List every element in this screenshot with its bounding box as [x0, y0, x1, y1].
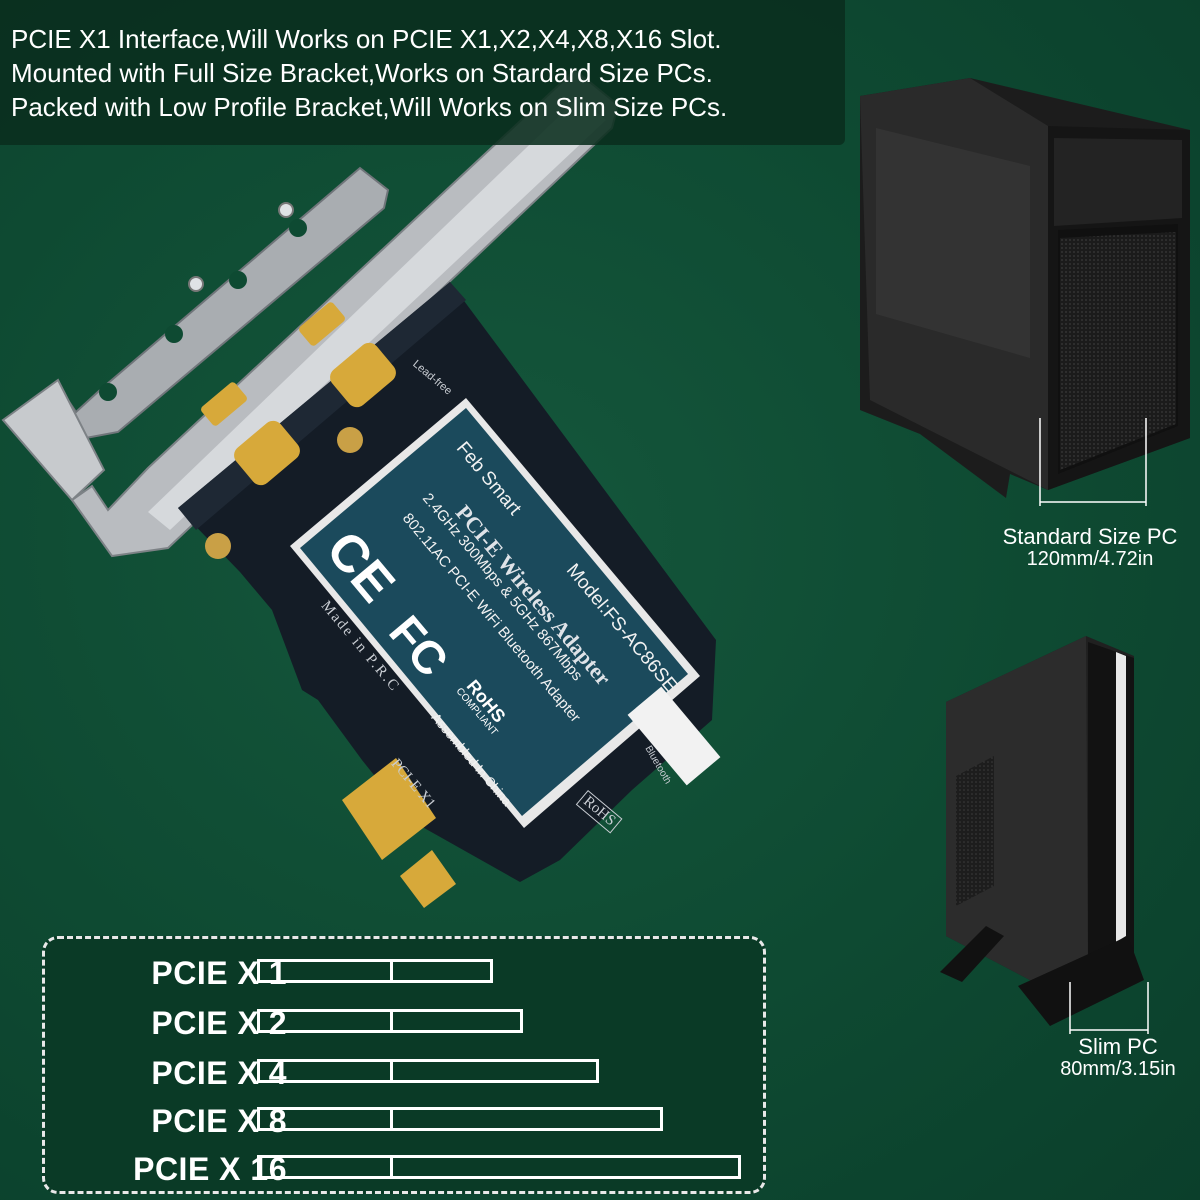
slot-bar	[257, 959, 493, 983]
standard-pc-label: Standard Size PC 120mm/4.72in	[990, 524, 1190, 571]
slot-bar	[257, 1059, 599, 1083]
pcie-card-illustration	[1, 68, 721, 908]
label-sticker	[290, 398, 700, 828]
gold-contacts	[342, 758, 456, 908]
slot-row-x4: PCIE X 4	[45, 1055, 765, 1091]
slim-tower-illustration	[940, 636, 1149, 1034]
slot-key	[390, 959, 393, 983]
slot-row-x1: PCIE X 1	[45, 955, 765, 991]
headline-line-1: PCIE X1 Interface,Will Works on PCIE X1,…	[11, 24, 722, 54]
standard-pc-title: Standard Size PC	[1002, 524, 1178, 549]
slot-row-x8: PCIE X 8	[45, 1103, 765, 1139]
slot-row-x2: PCIE X 2	[45, 1005, 765, 1041]
slot-key	[390, 1107, 393, 1131]
standard-pc-dimension: 120mm/4.72in	[1026, 548, 1154, 570]
headline-line-2: Mounted with Full Size Bracket,Works on …	[11, 58, 713, 88]
slot-compatibility-panel: PCIE X 1 PCIE X 2 PCIE X 4 PCIE X 8 PCIE…	[42, 936, 766, 1194]
slot-key	[390, 1059, 393, 1083]
headline-panel: PCIE X1 Interface,Will Works on PCIE X1,…	[0, 0, 845, 145]
slot-bar	[257, 1009, 523, 1033]
antenna-connectors	[201, 302, 396, 559]
slim-pc-dimension: 80mm/3.15in	[1060, 1058, 1176, 1080]
standard-tower-illustration	[860, 78, 1190, 506]
slot-key	[390, 1155, 393, 1179]
slot-bar	[257, 1107, 663, 1131]
headline-line-3: Packed with Low Profile Bracket,Will Wor…	[11, 92, 728, 122]
bluetooth-header	[627, 686, 721, 786]
low-profile-bracket	[1, 166, 390, 502]
slot-bar	[257, 1155, 741, 1179]
slot-key	[390, 1009, 393, 1033]
slim-pc-title: Slim PC	[1078, 1034, 1158, 1059]
slim-pc-label: Slim PC 80mm/3.15in	[1036, 1034, 1200, 1081]
slot-row-x16: PCIE X 16	[45, 1151, 765, 1187]
